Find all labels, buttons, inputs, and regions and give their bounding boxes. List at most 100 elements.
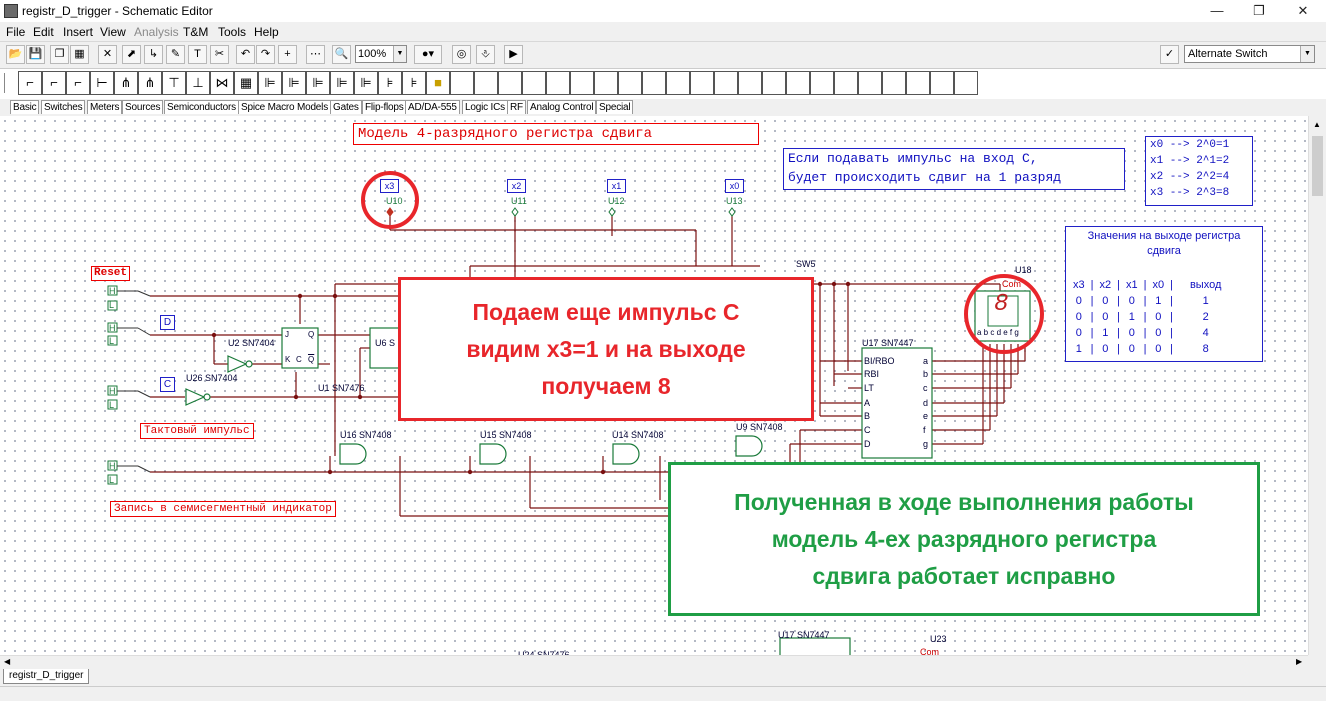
palette-component-icon[interactable]: ⊥ [186,71,210,95]
menu-insert[interactable]: Insert [63,25,94,39]
palette-component-icon[interactable]: ⌐ [42,71,66,95]
palette-component-icon[interactable] [690,71,714,95]
scroll-left-icon[interactable]: ◀ [4,657,11,666]
diode-icon[interactable]: ▶ [504,45,523,64]
zoom-select[interactable]: 100%▼ [355,45,407,63]
palette-component-icon[interactable] [594,71,618,95]
menu-edit[interactable]: Edit [33,25,54,39]
sheet-tab[interactable]: registr_D_trigger [3,669,90,684]
palette-component-icon[interactable]: ⋔ [114,71,138,95]
delete-icon[interactable]: ✕ [98,45,117,64]
tab-rf[interactable]: RF [507,100,526,114]
palette-component-icon[interactable]: ⊫ [330,71,354,95]
tab-gates[interactable]: Gates [330,100,362,114]
palette-component-icon[interactable] [906,71,930,95]
tab-special[interactable]: Special [596,100,634,114]
palette-component-icon[interactable] [762,71,786,95]
paste-icon[interactable]: ▦ [70,45,89,64]
palette-component-icon[interactable] [450,71,474,95]
tab-sources[interactable]: Sources [122,100,164,114]
menu-help[interactable]: Help [254,25,279,39]
palette-component-icon[interactable] [834,71,858,95]
tab-switches[interactable]: Switches [41,100,86,114]
plus-icon[interactable]: + [278,45,297,64]
probe-x0[interactable]: x0 [725,179,744,193]
decoder-u17[interactable] [861,347,933,459]
palette-component-icon[interactable] [546,71,570,95]
palette-component-icon[interactable]: ⊢ [90,71,114,95]
palette-component-icon[interactable] [642,71,666,95]
palette-component-icon[interactable] [714,71,738,95]
tab-basic[interactable]: Basic [10,100,40,114]
component-select[interactable]: Alternate Switch▼ [1184,45,1315,63]
tab-analog-control[interactable]: Analog Control [527,100,597,114]
palette-component-icon[interactable]: ⊫ [282,71,306,95]
redo-icon[interactable]: ↷ [256,45,275,64]
tab-flip-flops[interactable]: Flip-flops [362,100,407,114]
palette-component-icon[interactable] [738,71,762,95]
palette-component-icon[interactable]: ⊫ [354,71,378,95]
palette-component-icon[interactable] [930,71,954,95]
palette-component-icon[interactable] [618,71,642,95]
probe-x1[interactable]: x1 [607,179,626,193]
text-icon[interactable]: T [188,45,207,64]
decoder-u17-copy[interactable] [779,637,851,655]
tab-semiconductors[interactable]: Semiconductors [164,100,239,114]
probe-icon[interactable]: ●▾ [414,45,442,64]
palette-component-icon[interactable]: ⊧ [378,71,402,95]
maximize-icon[interactable]: ❐ [1253,3,1265,18]
scissors-icon[interactable]: ✂ [210,45,229,64]
palette-component-icon[interactable]: ⋔ [138,71,162,95]
palette-component-icon[interactable] [786,71,810,95]
palette-component-icon[interactable]: ▦ [234,71,258,95]
pen-icon[interactable]: ✎ [166,45,185,64]
palette-component-icon[interactable]: ⊫ [258,71,282,95]
palette-component-icon[interactable] [858,71,882,95]
undo-icon[interactable]: ↶ [236,45,255,64]
palette-component-icon[interactable] [498,71,522,95]
save-icon[interactable]: 💾 [26,45,45,64]
tran-icon[interactable]: ◎ [452,45,471,64]
scroll-right-icon[interactable]: ▶ [1296,657,1303,666]
palette-component-icon[interactable] [954,71,978,95]
zoom-icon[interactable]: 🔍 [332,45,351,64]
palette-component-icon[interactable] [522,71,546,95]
probe-x2[interactable]: x2 [507,179,526,193]
tab-meters[interactable]: Meters [87,100,123,114]
open-icon[interactable]: 📂 [6,45,25,64]
menu-tm[interactable]: T&M [183,25,209,39]
scroll-up-icon[interactable]: ▲ [1313,120,1321,129]
minimize-icon[interactable]: — [1210,3,1224,18]
horizontal-scrollbar[interactable]: ◀ ▶ [0,655,1308,670]
menu-file[interactable]: File [6,25,26,39]
scroll-thumb[interactable] [1312,136,1323,196]
flip-flop-u1[interactable] [281,327,401,369]
probe-x3[interactable]: x3 [380,179,399,193]
component-icon[interactable]: ✓ [1160,45,1179,64]
menu-view[interactable]: View [100,25,126,39]
palette-component-icon[interactable]: ⌐ [66,71,90,95]
palette-component-icon[interactable]: ■ [426,71,450,95]
palette-component-icon[interactable]: ⊧ [402,71,426,95]
vertical-scrollbar[interactable]: ▲ [1308,116,1326,655]
tab-ad-da-555[interactable]: AD/DA-555 [405,100,460,114]
palette-component-icon[interactable] [666,71,690,95]
palette-component-icon[interactable] [570,71,594,95]
palette-component-icon[interactable]: ⋈ [210,71,234,95]
palette-component-icon[interactable]: ⊫ [306,71,330,95]
palette-component-icon[interactable] [474,71,498,95]
grid-icon[interactable]: ⋯ [306,45,325,64]
palette-component-icon[interactable] [882,71,906,95]
wire-icon[interactable]: ↳ [144,45,163,64]
meter-icon[interactable]: ⎀ [476,45,495,64]
copy-icon[interactable]: ❐ [50,45,69,64]
palette-component-icon[interactable]: ⊤ [162,71,186,95]
palette-component-icon[interactable]: ⌐ [18,71,42,95]
tab-logic-ics[interactable]: Logic ICs [462,100,508,114]
menu-tools[interactable]: Tools [218,25,247,39]
tab-spice-macro-models[interactable]: Spice Macro Models [238,100,331,114]
pointer-icon[interactable]: ⬈ [122,45,141,64]
close-icon[interactable]: ✕ [1297,3,1309,18]
menu-analysis[interactable]: Analysis [134,25,179,39]
palette-component-icon[interactable] [810,71,834,95]
